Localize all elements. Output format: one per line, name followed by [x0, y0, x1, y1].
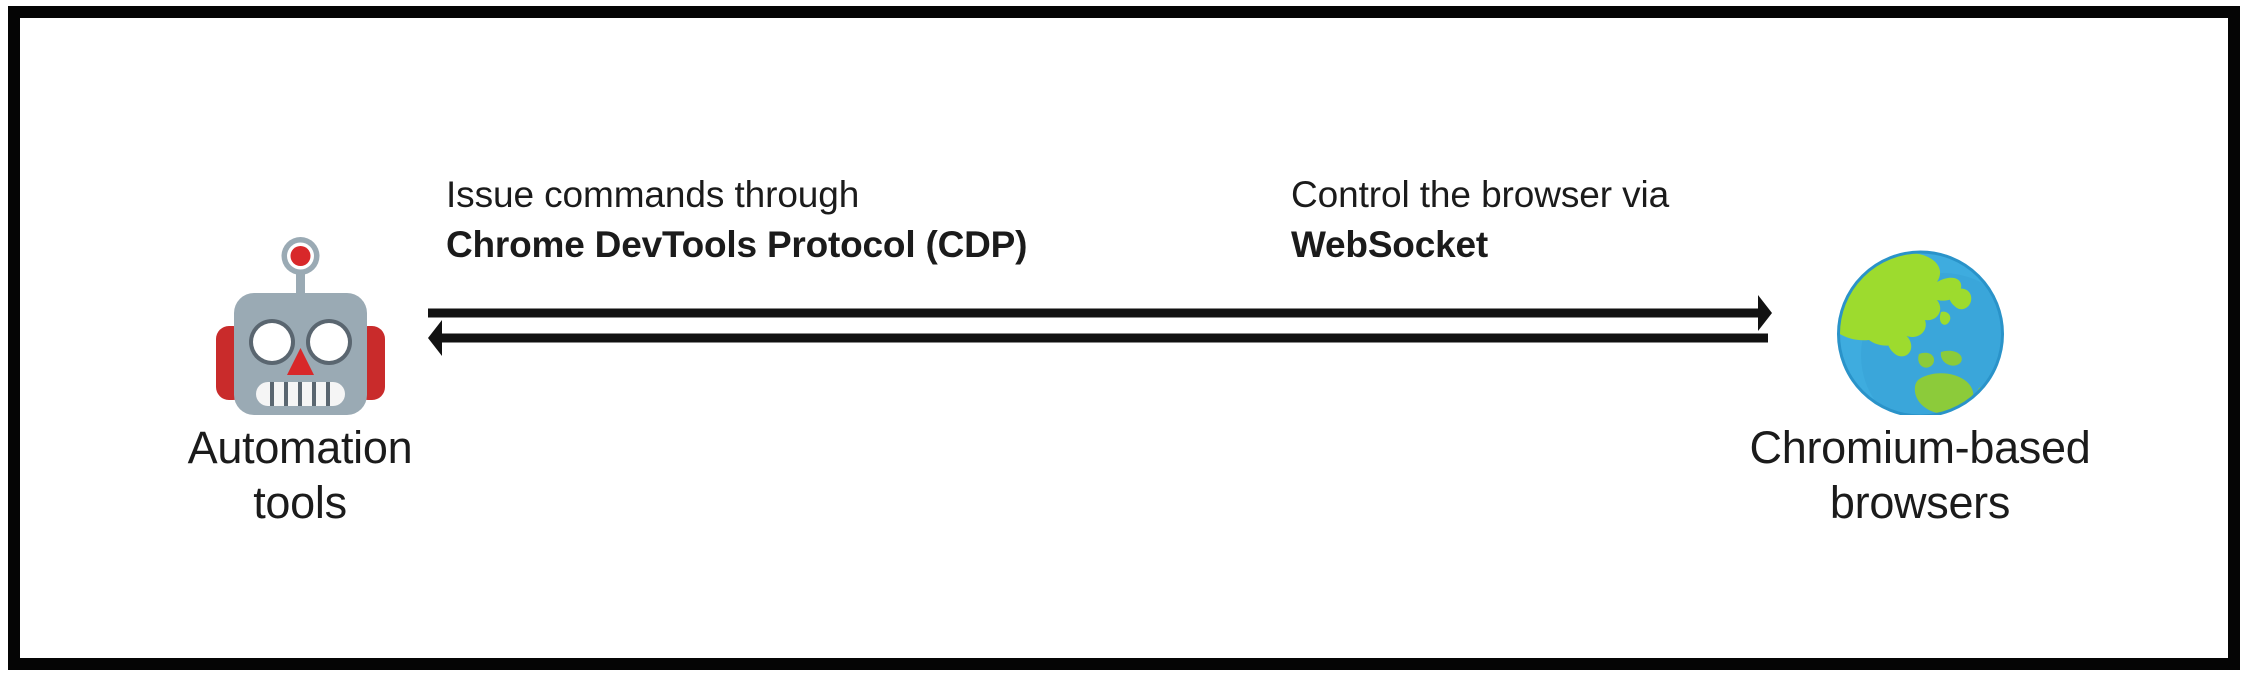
caption-line-2: browsers [1829, 476, 2011, 528]
connection-arrows [428, 295, 1772, 356]
robot-icon [215, 237, 385, 415]
globe-earth-asia-icon [1836, 250, 2004, 415]
diagram-frame: Automation tools [8, 6, 2240, 670]
caption-line-1: Automation [187, 422, 413, 473]
arrow-commands-right [428, 295, 1772, 331]
connection-label-commands-line1: Issue commands through [446, 174, 860, 215]
connection-label-commands: Issue commands through Chrome DevTools P… [446, 170, 1027, 269]
connection-label-control-line1: Control the browser via [1291, 174, 1670, 215]
node-automation-tools: Automation tools [80, 230, 520, 531]
connection-label-control-line2: WebSocket [1291, 223, 1488, 265]
connection-label-control: Control the browser via WebSocket [1291, 170, 1669, 269]
connection-label-commands-line2: Chrome DevTools Protocol (CDP) [446, 223, 1028, 265]
node-automation-tools-caption: Automation tools [80, 421, 520, 531]
arrow-control-left [428, 320, 1768, 356]
node-chromium-browsers-caption: Chromium-based browsers [1700, 421, 2140, 531]
node-chromium-browsers: Chromium-based browsers [1700, 230, 2140, 531]
caption-line-2: tools [253, 476, 347, 528]
caption-line-1: Chromium-based [1749, 422, 2091, 473]
